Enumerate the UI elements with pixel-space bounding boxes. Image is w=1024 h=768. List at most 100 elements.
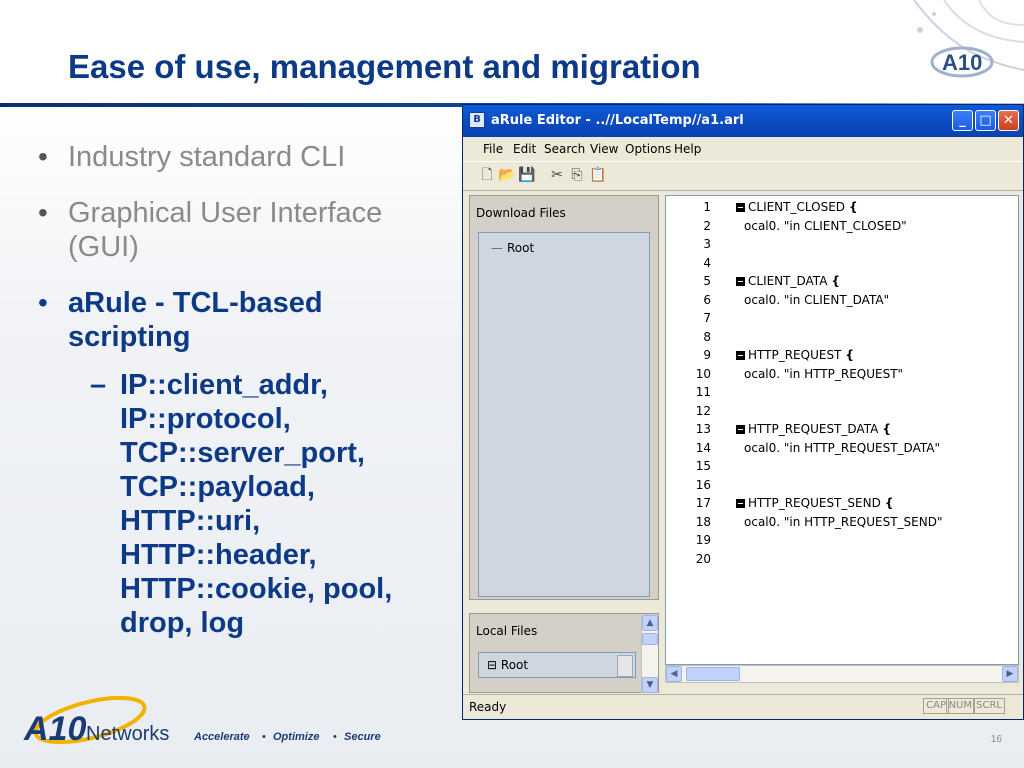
line-number: 5 [703,274,711,288]
code-text: CLIENT_CLOSED{ [748,200,858,214]
menu-edit[interactable]: Edit [513,142,537,156]
bullet-item: • aRule - TCL-based scripting – IP::clie… [28,286,448,640]
menu-options[interactable]: Options [625,142,672,156]
menu-view[interactable]: View [590,142,619,156]
bullet-dot: • [38,141,48,172]
tree-node-label: Root [507,241,535,255]
line-number: 11 [695,385,711,399]
svg-text:A10: A10 [23,710,86,748]
code-text: CLIENT_DATA{ [748,274,840,288]
tree-node-root[interactable]: ⊟ Root [487,658,528,672]
scroll-thumb[interactable] [686,667,740,681]
menu-help[interactable]: Help [674,142,702,156]
toolbar: 🗋 📂 💾 ✂ ⎘ 📋 [463,161,1023,191]
status-text: Ready [469,700,507,714]
svg-text:•: • [262,731,266,743]
open-folder-icon[interactable]: 📂 [498,167,516,183]
line-number: 13 [695,422,711,436]
save-icon[interactable]: 💾 [518,167,536,183]
local-tree-spinner[interactable] [617,655,633,677]
app-icon: B [469,112,485,128]
fold-toggle-icon[interactable] [736,499,745,508]
download-files-label: Download Files [476,206,566,220]
tree-node-label: Root [500,658,529,672]
code-text: HTTP_REQUEST_DATA{ [748,422,891,436]
status-bar: Ready CAP NUM SCRL [463,694,1023,719]
bullet-item: • Industry standard CLI [28,140,448,174]
editor-horizontal-scrollbar[interactable]: ◀ ▶ [665,665,1019,683]
line-number: 3 [703,237,711,251]
tree-line-icon: — [491,241,503,255]
window-titlebar[interactable]: B aRule Editor - ..//LocalTemp//a1.arl _… [463,105,1023,137]
fold-toggle-icon[interactable] [736,277,745,286]
fold-toggle-icon[interactable] [736,203,745,212]
fold-toggle-icon[interactable] [736,351,745,360]
svg-text:Optimize: Optimize [273,731,319,743]
local-files-pane: Local Files ⊟ Root [469,613,659,693]
line-number: 15 [695,459,711,473]
code-text: ocal0. "in HTTP_REQUEST_SEND" [744,514,943,529]
fold-toggle-icon[interactable] [736,425,745,434]
scroll-lock-indicator: SCRL [973,698,1005,714]
line-number: 20 [695,551,711,566]
minimize-button[interactable]: _ [952,110,973,131]
bullet-dot: • [38,287,48,318]
maximize-button[interactable]: □ [975,110,996,131]
code-text: HTTP_REQUEST_SEND{ [748,496,894,510]
svg-text:Secure: Secure [344,731,381,743]
svg-text:A10: A10 [942,50,982,75]
scroll-left-icon[interactable]: ◀ [666,666,682,682]
copy-icon[interactable]: ⎘ [571,167,583,183]
arule-editor-window: B aRule Editor - ..//LocalTemp//a1.arl _… [462,104,1024,720]
new-file-icon[interactable]: 🗋 [481,167,493,183]
slide-title: Ease of use, management and migration [68,48,701,85]
caps-lock-indicator: CAP [923,698,949,714]
line-number: 16 [695,477,711,492]
bullet-dot: • [38,197,48,228]
page-number: 16 [990,734,1002,745]
svg-text:Accelerate: Accelerate [193,731,250,743]
sub-bullet-text: IP::client_addr, IP::protocol, TCP::serv… [120,369,393,639]
menu-file[interactable]: File [483,142,504,156]
local-pane-scrollbar[interactable]: ▲ ▼ [641,615,658,693]
bullet-text: aRule - TCL-based scripting [68,287,323,353]
scroll-thumb[interactable] [642,633,658,645]
sub-bullet-dash: – [90,369,107,401]
code-text: ocal0. "in CLIENT_DATA" [744,292,890,307]
line-number: 10 [695,366,711,381]
line-number: 12 [695,403,711,418]
local-files-label: Local Files [476,624,538,638]
paste-icon[interactable]: 📋 [589,167,607,183]
line-number: 19 [695,533,711,547]
cut-icon[interactable]: ✂ [551,167,563,183]
download-files-tree[interactable]: — Root [478,232,650,597]
line-number: 2 [703,218,711,233]
sub-bullet: – IP::client_addr, IP::protocol, TCP::se… [68,368,448,640]
menu-bar: File Edit Search View Options Help [463,138,1023,160]
line-number: 7 [703,311,711,325]
svg-text:Networks: Networks [86,723,169,745]
line-number: 9 [703,348,711,362]
bullet-text: Graphical User Interface (GUI) [68,197,383,263]
menu-search[interactable]: Search [544,142,586,156]
line-number: 14 [695,440,711,455]
bullet-item: • Graphical User Interface (GUI) [28,196,448,264]
svg-text:•: • [333,731,337,743]
a10-logo: A10 [930,46,994,78]
a10-networks-footer-logo: A10 Networks Accelerate • Optimize • Sec… [23,696,381,748]
num-lock-indicator: NUM [945,698,975,714]
scroll-up-icon[interactable]: ▲ [642,615,658,631]
scroll-right-icon[interactable]: ▶ [1002,666,1018,682]
scroll-down-icon[interactable]: ▼ [642,677,658,693]
bullet-text: Industry standard CLI [68,141,346,173]
download-files-pane: Download Files — Root [469,195,659,600]
local-files-tree[interactable]: ⊟ Root [478,652,636,678]
close-button[interactable]: ✕ [998,110,1019,131]
collapse-icon[interactable]: ⊟ [487,658,498,672]
decorative-swirl [913,0,1024,71]
line-number: 1 [703,200,711,214]
code-text: ocal0. "in HTTP_REQUEST_DATA" [744,440,940,455]
tree-node-root[interactable]: — Root [491,241,534,255]
code-text: HTTP_REQUEST{ [748,348,854,362]
